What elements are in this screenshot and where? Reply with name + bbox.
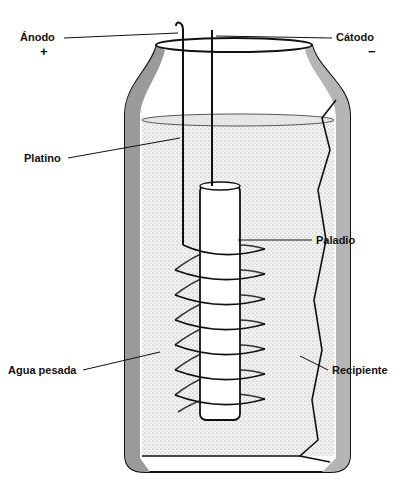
anode-wire (176, 23, 183, 245)
cutaway-edge (300, 100, 336, 462)
container-rim (156, 38, 312, 52)
cathode-wire (211, 30, 213, 186)
part-label: Paladio (316, 234, 355, 246)
part-label: Agua pesada (8, 364, 76, 376)
leader-lines (64, 33, 332, 370)
platinum-coil (175, 245, 265, 405)
part-label: Platino (24, 152, 61, 164)
part-label: Cátodo (336, 31, 374, 43)
inner-bottom (142, 455, 300, 456)
liquid-surface (142, 114, 334, 126)
rod-top (200, 182, 240, 190)
part-label: Recipiente (332, 364, 388, 376)
liquid-fill (142, 120, 334, 456)
part-label: Ánodo (20, 31, 55, 43)
polarity-sign: − (368, 45, 376, 59)
polarity-sign: + (40, 45, 48, 59)
container-wall (125, 45, 350, 472)
